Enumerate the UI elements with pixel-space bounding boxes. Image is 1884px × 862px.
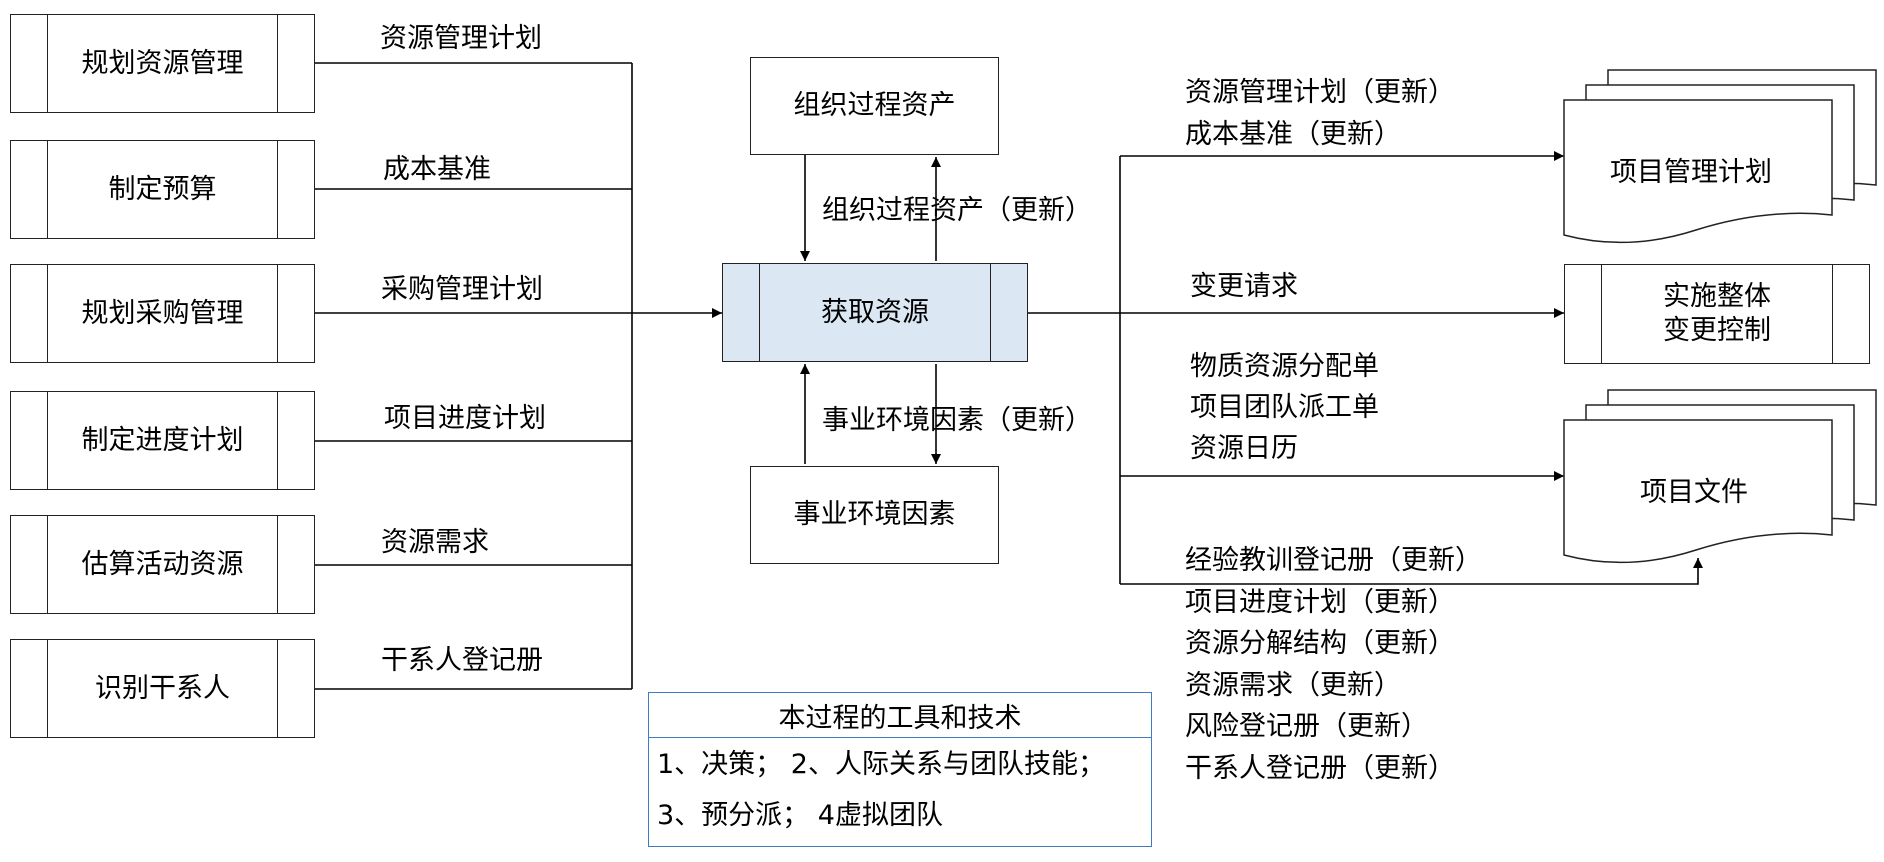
input-budget-text: 制定预算 xyxy=(108,173,217,205)
input-identify-stakeholders-text: 识别干系人 xyxy=(95,672,230,704)
input-budget-box: 制定预算 xyxy=(10,140,315,239)
eef-box: 事业环境因素 xyxy=(750,466,999,564)
input-plan-resource-text: 规划资源管理 xyxy=(81,47,244,79)
doc-updates-list: 经验教训登记册（更新） 项目进度计划（更新） 资源分解结构（更新） 资源需求（更… xyxy=(1185,540,1482,789)
input-identify-stakeholders-box: 识别干系人 xyxy=(10,639,315,738)
tools-line-2: 3、预分派； 4虚拟团队 xyxy=(657,800,943,831)
opa-box: 组织过程资产 xyxy=(750,57,999,155)
pm-plan-update-item: 资源管理计划（更新） xyxy=(1185,77,1455,108)
input-schedule-text: 制定进度计划 xyxy=(81,424,244,456)
doc-update-item: 项目进度计划（更新） xyxy=(1185,586,1455,618)
pm-plan-doc-title: 项目管理计划 xyxy=(1610,157,1772,188)
pm-plan-doc-back xyxy=(1607,69,1877,214)
new-docs-list: 物质资源分配单 项目团队派工单 资源日历 xyxy=(1190,346,1379,469)
doc-update-item: 风险登记册（更新） xyxy=(1185,711,1428,742)
input-estimate-resources-box: 估算活动资源 xyxy=(10,515,315,614)
project-docs-doc-back xyxy=(1607,389,1877,534)
label-resource-requirements: 资源需求 xyxy=(381,527,489,558)
opa-update-label: 组织过程资产（更新） xyxy=(822,195,1092,226)
new-doc-item: 项目团队派工单 xyxy=(1190,392,1379,423)
process-acquire-resources-box: 获取资源 xyxy=(722,263,1028,362)
tools-title: 本过程的工具和技术 xyxy=(649,693,1151,738)
input-schedule-box: 制定进度计划 xyxy=(10,391,315,490)
eef-text: 事业环境因素 xyxy=(793,499,956,530)
tools-line-1: 1、决策； 2、人际关系与团队技能； xyxy=(657,749,1105,780)
process-acquire-resources-text: 获取资源 xyxy=(821,296,929,328)
project-docs-doc-title: 项目文件 xyxy=(1640,477,1748,508)
label-procurement-plan: 采购管理计划 xyxy=(381,274,543,305)
pm-plan-update-item: 成本基准（更新） xyxy=(1185,119,1401,150)
pm-plan-updates-list: 资源管理计划（更新） 成本基准（更新） xyxy=(1185,72,1455,156)
tools-techniques-box: 本过程的工具和技术 1、决策； 2、人际关系与团队技能； 3、预分派； 4虚拟团… xyxy=(648,692,1152,847)
doc-update-item: 资源需求（更新） xyxy=(1185,669,1401,701)
change-request-label: 变更请求 xyxy=(1190,271,1298,302)
doc-update-item: 干系人登记册（更新） xyxy=(1185,752,1455,784)
label-schedule-plan: 项目进度计划 xyxy=(384,403,546,434)
new-doc-item: 资源日历 xyxy=(1190,433,1298,464)
eef-update-label: 事业环境因素（更新） xyxy=(822,405,1092,436)
input-plan-procurement-text: 规划采购管理 xyxy=(81,297,244,329)
change-control-line-2: 变更控制 xyxy=(1663,315,1771,346)
change-control-box: 实施整体 变更控制 xyxy=(1564,264,1870,364)
doc-update-item: 经验教训登记册（更新） xyxy=(1185,545,1482,576)
label-stakeholder-register: 干系人登记册 xyxy=(381,645,543,676)
input-plan-procurement-box: 规划采购管理 xyxy=(10,264,315,363)
change-control-line-1: 实施整体 xyxy=(1663,281,1771,312)
input-estimate-resources-text: 估算活动资源 xyxy=(81,548,244,580)
new-doc-item: 物质资源分配单 xyxy=(1190,351,1379,382)
input-plan-resource-box: 规划资源管理 xyxy=(10,14,315,113)
opa-text: 组织过程资产 xyxy=(793,90,956,121)
label-resource-plan: 资源管理计划 xyxy=(380,23,542,54)
doc-update-item: 资源分解结构（更新） xyxy=(1185,628,1455,659)
label-cost-baseline: 成本基准 xyxy=(383,154,491,185)
